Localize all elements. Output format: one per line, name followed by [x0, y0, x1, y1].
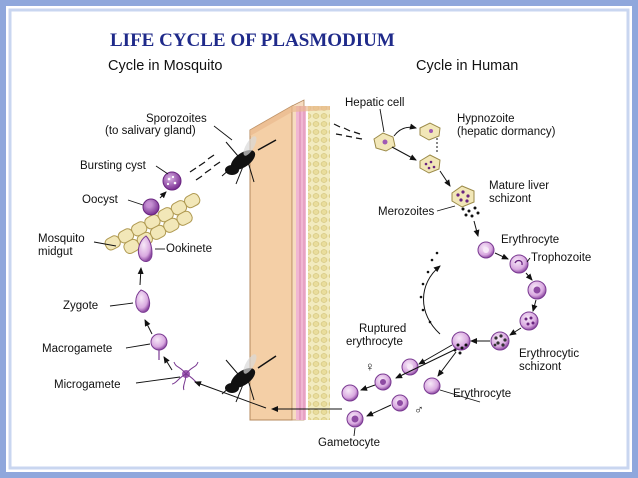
ookinete-icon: [137, 235, 153, 262]
label-zygote: Zygote: [63, 300, 98, 312]
hepatic-cell-icon: [373, 132, 396, 152]
hypnozoite-icon: [419, 122, 441, 141]
male-symbol: ♂: [414, 402, 424, 417]
label-ookinete: Ookinete: [166, 243, 212, 255]
mosquito-cycle-arrows: [137, 191, 267, 409]
label-mature-liver-schizont-line2: schizont: [489, 193, 532, 205]
merozoites-dots: [461, 206, 480, 218]
ruptured-erythrocyte-icon: [451, 331, 471, 355]
female-symbol: ♀: [365, 359, 375, 374]
label-bursting-cyst: Bursting cyst: [80, 160, 147, 172]
label-merozoites: Merozoites: [378, 206, 434, 218]
sporozoite-trail-human: [333, 123, 363, 140]
label-ruptured-erythrocyte-line2: erythrocyte: [346, 336, 403, 348]
liver-cycle-arrows: [391, 123, 480, 237]
skin-cross-section: [249, 99, 330, 421]
mature-liver-schizont-icon: [451, 185, 475, 208]
erythrocytic-cycle-arrows: [423, 252, 538, 344]
label-mature-liver-schizont-line1: Mature liver: [489, 180, 549, 192]
label-hypnozoite: Hypnozoite: [457, 113, 515, 125]
diagram-title: LIFE CYCLE OF PLASMODIUM: [110, 30, 395, 51]
label-gametocyte: Gametocyte: [318, 437, 380, 449]
label-trophozoite: Trophozoite: [531, 252, 591, 264]
trophozoite-mature-icon: [527, 280, 547, 300]
label-macrogamete: Macrogamete: [42, 343, 112, 355]
label-sporozoites-note: (to salivary gland): [105, 125, 196, 137]
liver-schizont-developing-icon: [419, 154, 441, 174]
macrogamete-icon: [150, 333, 168, 360]
label-microgamete: Microgamete: [54, 379, 120, 391]
zygote-icon: [135, 289, 151, 313]
microgamete-icon: [171, 361, 201, 391]
label-hypnozoite-note: (hepatic dormancy): [457, 126, 556, 138]
gametocyte-branch-arrows: [271, 344, 457, 417]
trophozoite-icon: [509, 254, 529, 274]
mosquito-top-icon: [221, 136, 277, 185]
label-oocyst: Oocyst: [82, 194, 119, 206]
label-sporozoites: Sporozoites: [146, 113, 207, 125]
label-mosquito-midgut-line2: midgut: [38, 246, 73, 258]
erythrocyte-top-icon: [477, 241, 495, 259]
label-hepatic-cell: Hepatic cell: [345, 97, 404, 109]
label-erythrocytic-schizont-line1: Erythrocytic: [519, 348, 579, 360]
sporozoite-trail-mosquito: [189, 154, 221, 181]
header-human-cycle: Cycle in Human: [416, 58, 518, 74]
label-erythrocyte-bottom: Erythrocyte: [453, 388, 511, 400]
mosquito-bottom-icon: [221, 354, 277, 403]
label-ruptured-erythrocyte-line1: Ruptured: [359, 323, 406, 335]
label-erythrocytic-schizont-line2: schizont: [519, 361, 562, 373]
label-erythrocyte-top: Erythrocyte: [501, 234, 559, 246]
erythrocytic-schizont-icon: [490, 331, 510, 351]
released-merozoites-dots: [419, 251, 439, 324]
bursting-cyst-icon: [162, 171, 182, 191]
header-mosquito-cycle: Cycle in Mosquito: [108, 58, 222, 74]
gametocyte-branch-cells: [341, 358, 441, 428]
label-pointer-lines: [93, 108, 531, 437]
schizont-developing-icon: [519, 311, 539, 331]
label-mosquito-midgut-line1: Mosquito: [38, 233, 85, 245]
oocyst-icon: [142, 198, 160, 216]
